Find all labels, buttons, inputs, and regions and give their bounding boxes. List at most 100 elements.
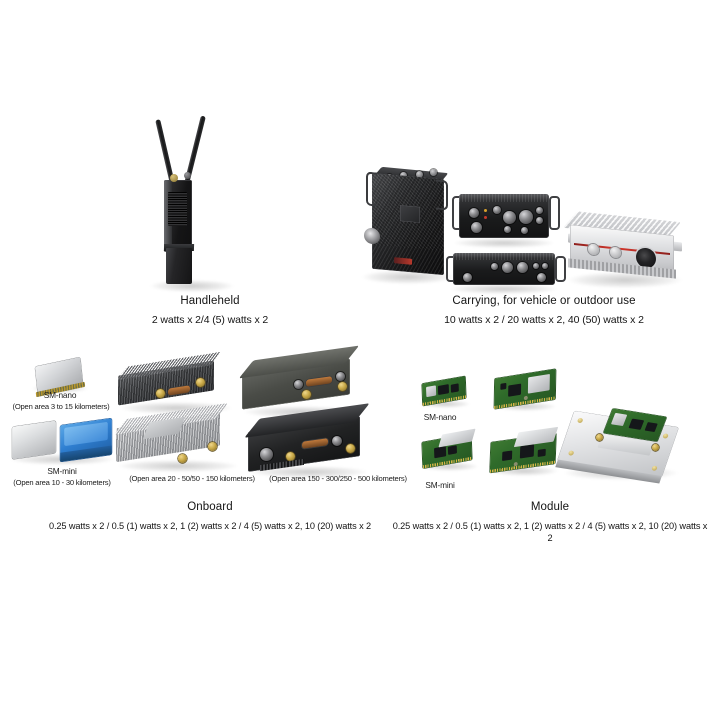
rack-port-2-icon	[493, 206, 501, 214]
rack-port-6-icon	[536, 217, 543, 224]
plate-sma-2-icon	[652, 444, 659, 451]
plate-screw-3-icon	[567, 450, 575, 456]
sm-nano-board	[30, 357, 92, 398]
sm-mini-blue-lid	[64, 421, 108, 447]
amplifier-range-caption: (Open area 20 - 50/50 - 150 kilometers)	[122, 474, 262, 484]
shadow	[420, 400, 470, 408]
rack-port-5-icon	[536, 207, 543, 214]
mini-large-chip-1	[519, 444, 535, 459]
plate-pcb-shield	[610, 412, 628, 427]
sm-mini-label: SM-mini	[47, 466, 77, 476]
plate-pcb-chip-1	[628, 418, 645, 430]
case-handle-right	[436, 179, 448, 211]
black-rack-unit-upper	[452, 192, 560, 248]
carrying-title: Carrying, for vehicle or outdoor use	[452, 295, 636, 307]
handheld-title: Handleheld	[180, 295, 240, 307]
case-label-plate	[400, 205, 420, 223]
module-sm-nano-caption: SM-nano	[404, 412, 476, 423]
mini-pcb-chip-2	[447, 445, 457, 455]
rack2-body	[453, 253, 555, 285]
onboard-title: Onboard	[187, 501, 233, 513]
chassis-black-sma-1-icon	[286, 452, 295, 461]
sm-mini-range: (Open area 10 - 30 kilometers)	[13, 478, 111, 487]
chassis-black-power-icon	[260, 448, 273, 461]
amp-dark-sma-left-icon	[156, 389, 165, 398]
rack2-port-5-icon	[542, 263, 548, 269]
chassis-olive-port-2-icon	[336, 372, 345, 381]
chassis-black-port-icon	[332, 436, 342, 446]
sm-nano-caption: SM-nano	[8, 390, 112, 401]
shadow	[118, 460, 238, 472]
module-sm-nano-large-pcb	[490, 368, 562, 412]
chassis-range-caption: (Open area 150 - 300/250 - 500 kilometer…	[255, 474, 421, 484]
rack2-badge-left	[463, 273, 472, 282]
plate-screw-2-icon	[662, 433, 669, 439]
handheld-radio	[140, 115, 250, 292]
amplifier-range: (Open area 20 - 50/50 - 150 kilometers)	[129, 474, 255, 483]
sm-nano-label: SM-nano	[43, 390, 77, 400]
rack2-port-3-icon	[517, 262, 528, 273]
mini-pcb-chip-1	[434, 446, 447, 459]
handheld-battery	[166, 248, 192, 284]
rack-led-red-icon	[484, 216, 487, 219]
sm-mini-range-caption: (Open area 10 - 30 kilometers)	[0, 478, 124, 488]
sm-mini-silver-module	[12, 420, 56, 460]
nano-large-shield	[527, 373, 550, 394]
nano-pcb-shield	[426, 385, 437, 398]
sm-nano-range-caption: (Open area 3 to 15 kilometers)	[0, 402, 122, 412]
handheld-body	[164, 180, 192, 252]
module-sm-mini-large-pcb	[486, 426, 566, 478]
onboard-caption: Onboard 0.25 watts x 2 / 0.5 (1) watts x…	[40, 500, 380, 532]
rack2-ear-right	[555, 256, 566, 282]
rack-port-7-icon	[504, 226, 511, 233]
shadow	[490, 466, 558, 476]
nano-large-chip-2	[500, 382, 507, 390]
chassis-unit-black	[244, 403, 380, 480]
module-title: Module	[530, 501, 570, 513]
nano-pcb-chip-2	[450, 383, 459, 393]
plate-screw-1-icon	[576, 417, 584, 424]
rack2-vent-top	[453, 253, 555, 260]
case-connector-3-icon	[416, 171, 423, 178]
module-sm-mini-caption: SM-mini	[404, 480, 476, 491]
rack-ear-right	[549, 196, 560, 230]
module-sm-mini-label: SM-mini	[425, 480, 455, 490]
nano-large-chip-1	[508, 383, 522, 397]
module-sm-nano-small-pcb	[418, 376, 474, 408]
module-sm-nano-label: SM-nano	[423, 412, 457, 422]
chassis-olive-port-1-icon	[294, 380, 303, 389]
handheld-heatsink	[168, 192, 187, 226]
chassis-olive-sma-2-icon	[338, 382, 347, 391]
antenna-connector-silver-icon	[184, 172, 191, 179]
amplifier-brick-silver	[112, 402, 252, 474]
module-on-plate	[555, 404, 688, 484]
chassis-range: (Open area 150 - 300/250 - 500 kilometer…	[269, 474, 407, 483]
rack2-port-2-icon	[502, 262, 513, 273]
rack-body	[459, 194, 549, 238]
plate-sma-1-icon	[596, 434, 603, 441]
rack-led-amber-icon	[484, 209, 487, 212]
handheld-caption: Handleheld 2 watts x 2/4 (5) watts x 2	[105, 294, 315, 327]
amp-silver-sma-right-icon	[208, 442, 217, 451]
shadow	[454, 238, 554, 248]
plate-screw-4-icon	[651, 465, 658, 472]
module-caption: Module 0.25 watts x 2 / 0.5 (1) watts x …	[390, 500, 710, 544]
sm-nano-module-body	[35, 357, 86, 398]
white-outdoor-enclosure	[562, 211, 688, 290]
mini-large-chip-3	[537, 448, 546, 458]
chassis-black-sma-2-icon	[346, 444, 355, 453]
amp-dark-sma-right-icon	[196, 378, 205, 387]
case-handle-left	[366, 171, 377, 207]
onboard-spec: 0.25 watts x 2 / 0.5 (1) watts x 2, 1 (2…	[48, 520, 372, 531]
rack-vent-top	[459, 194, 549, 202]
chassis-olive-sma-icon	[302, 390, 311, 399]
rack2-port-4-icon	[533, 263, 539, 269]
module-sm-mini-small-pcb	[418, 428, 482, 472]
carrying-spec: 10 watts x 2 / 20 watts x 2, 40 (50) wat…	[444, 313, 644, 326]
black-rack-unit-lower	[446, 250, 566, 294]
antenna-connector-gold-icon	[170, 174, 178, 182]
shadow	[494, 402, 556, 411]
rack2-badge-right	[537, 273, 546, 282]
shadow	[420, 462, 478, 471]
